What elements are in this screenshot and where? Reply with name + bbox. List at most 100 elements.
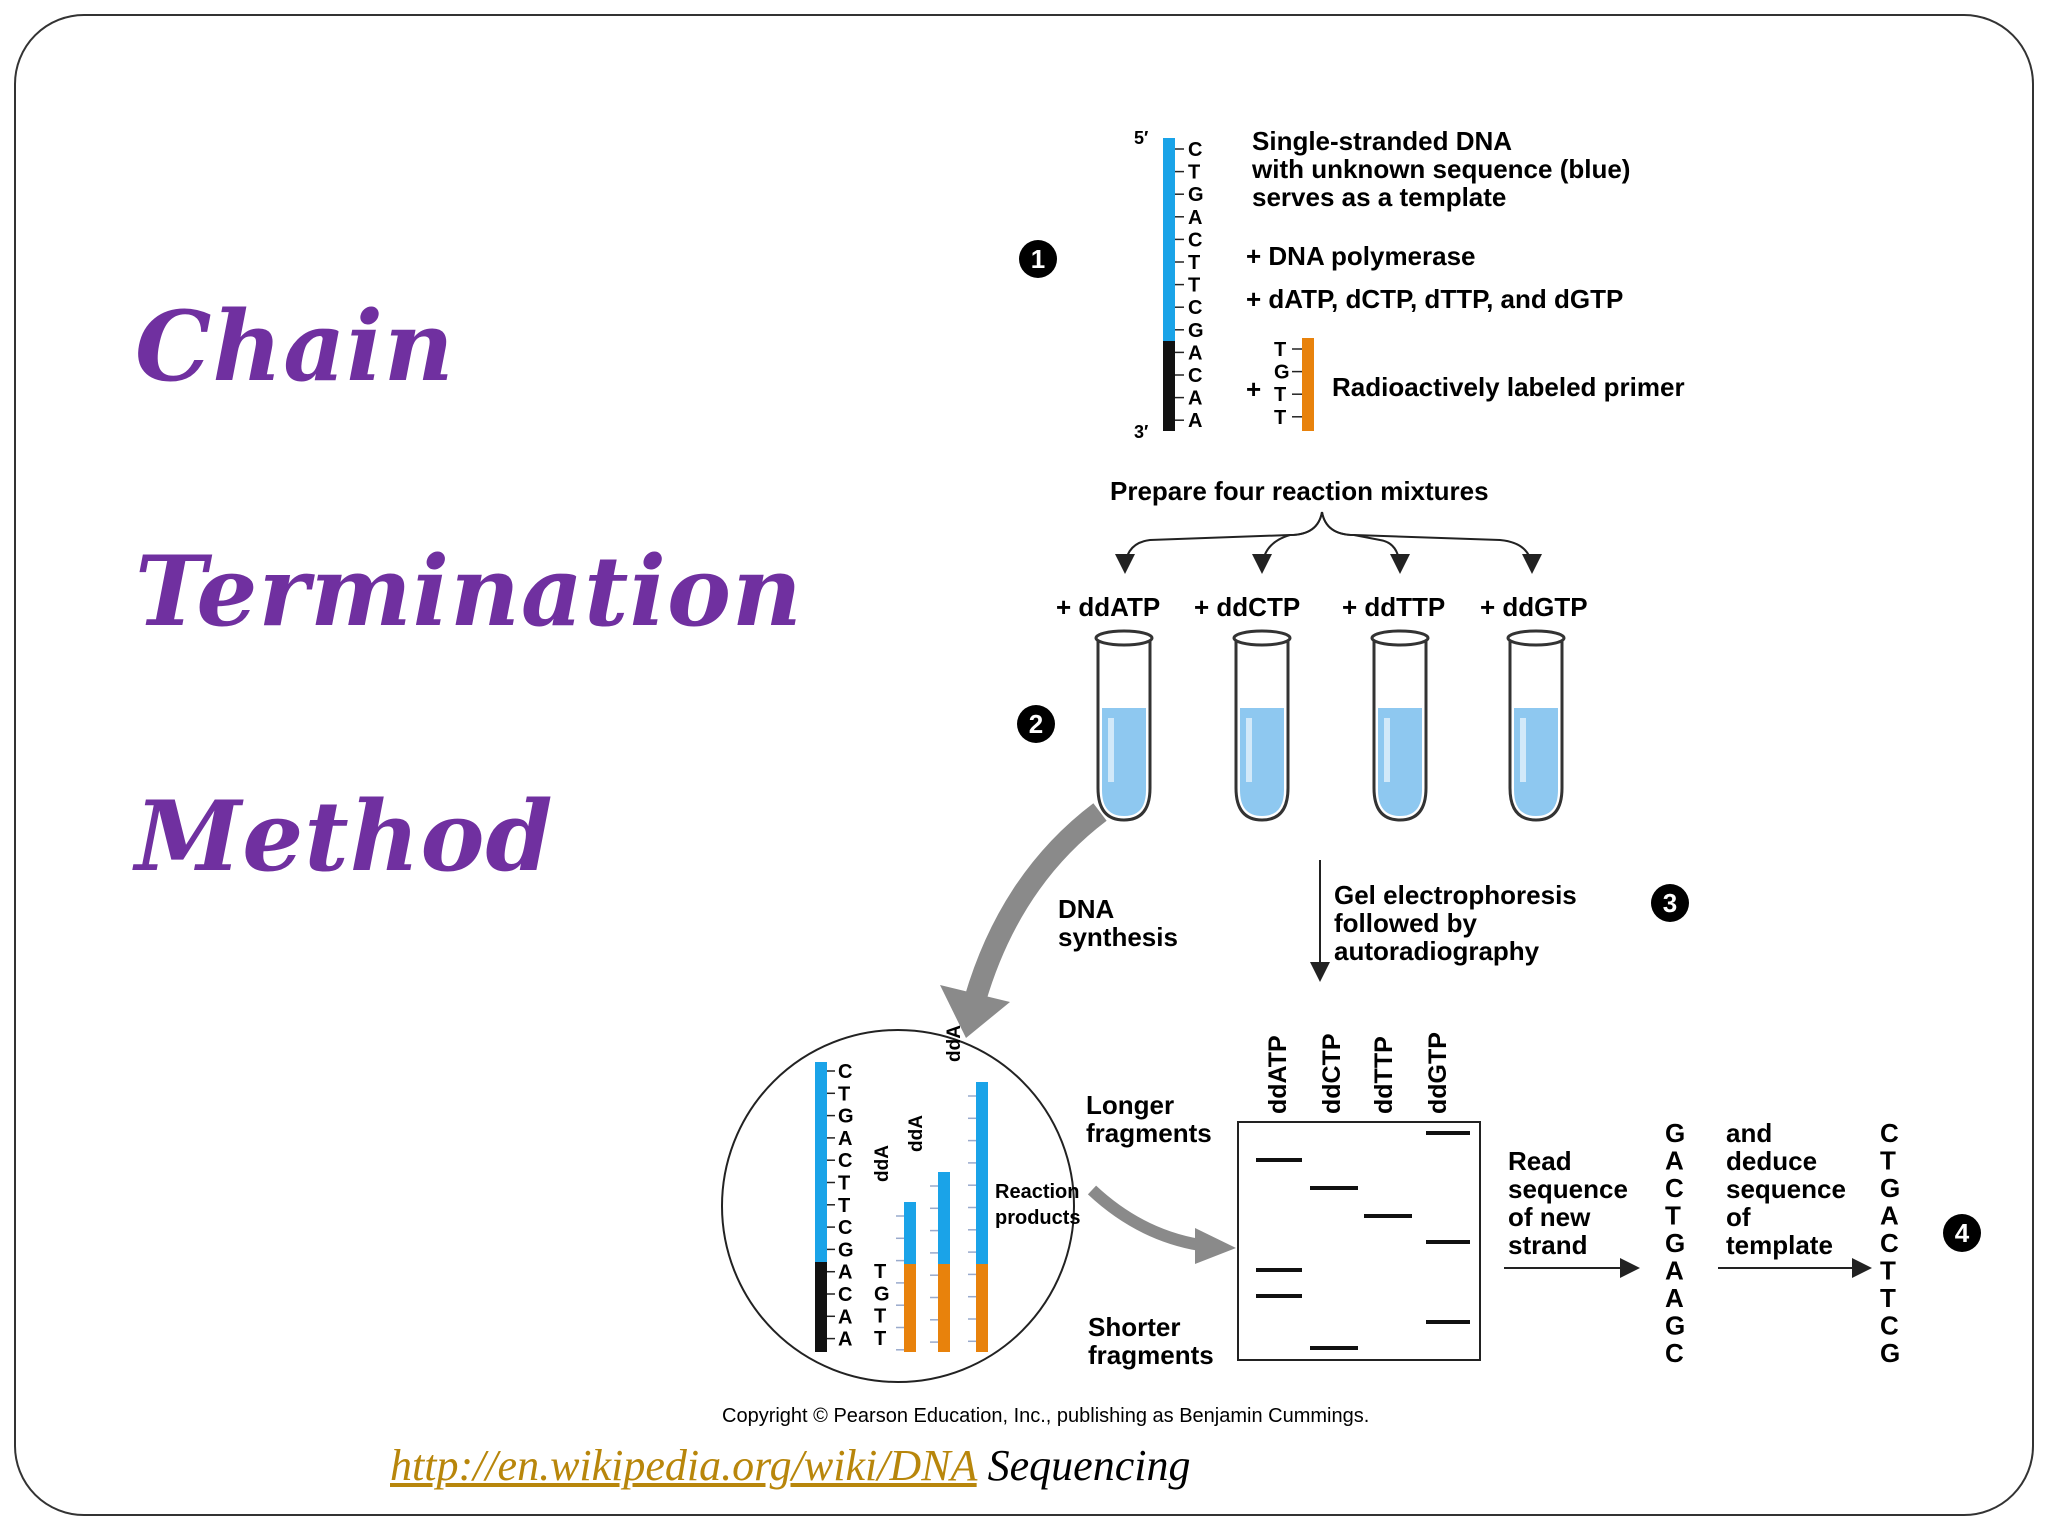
step-badge-2 bbox=[1017, 705, 1055, 743]
template-base: C bbox=[1188, 229, 1202, 251]
tube-glass bbox=[1234, 638, 1290, 822]
template-seq-base: G bbox=[1880, 1173, 1900, 1203]
template-base: G bbox=[1188, 320, 1204, 342]
template-base: A bbox=[1188, 388, 1202, 410]
copyright-text: Copyright © Pearson Education, Inc., pub… bbox=[722, 1405, 1369, 1427]
template-base: T bbox=[1188, 252, 1200, 274]
circle-template-base: T bbox=[838, 1083, 850, 1105]
test-tube bbox=[1232, 629, 1292, 822]
link-suffix: Sequencing bbox=[976, 1441, 1191, 1490]
wikipedia-link[interactable]: http://en.wikipedia.org/wiki/DNA bbox=[390, 1441, 977, 1490]
step-number-4: 4 bbox=[1955, 1218, 1970, 1248]
tube-label-ddgtp: + ddGTP bbox=[1480, 592, 1588, 622]
products-to-gel-arrow-shaft bbox=[1087, 1185, 1202, 1251]
gel-bands bbox=[1256, 1131, 1470, 1350]
template-seq-base: T bbox=[1880, 1256, 1896, 1286]
new-strand-base: A bbox=[1665, 1256, 1684, 1286]
step-badge-4 bbox=[1943, 1214, 1981, 1252]
dna-synthesis-label: DNA synthesis bbox=[1058, 894, 1178, 952]
circle-template-black bbox=[815, 1262, 827, 1352]
title-line-chain: Chain bbox=[135, 290, 455, 403]
tube-highlight bbox=[1246, 718, 1252, 782]
step-number-2: 2 bbox=[1029, 709, 1043, 739]
gel-lane-label: ddATP bbox=[1264, 1035, 1292, 1114]
product-strand-orange bbox=[938, 1264, 950, 1352]
template-seq-base: G bbox=[1880, 1338, 1900, 1368]
circle-template-base: A bbox=[838, 1262, 852, 1284]
deduce-label: and deduce sequence of template bbox=[1726, 1118, 1853, 1260]
product-strand-blue bbox=[904, 1202, 916, 1264]
template-base: A bbox=[1188, 410, 1202, 432]
dntps-label: + dATP, dCTP, dTTP, and dGTP bbox=[1246, 284, 1623, 314]
template-base: T bbox=[1188, 162, 1200, 184]
synthesis-arrow-shaft bbox=[964, 803, 1107, 1004]
step-badge-1 bbox=[1019, 240, 1057, 278]
template-seq-base: T bbox=[1880, 1146, 1896, 1176]
branch-arrow-ddctp bbox=[1252, 511, 1323, 574]
synthesis-arrow-head bbox=[940, 985, 1010, 1038]
tube-rim bbox=[1232, 629, 1292, 647]
footer-source: http://en.wikipedia.org/wiki/DNA Sequenc… bbox=[390, 1440, 1190, 1491]
circle-template-base: C bbox=[838, 1061, 852, 1083]
circle-template-base: A bbox=[838, 1128, 852, 1150]
five-prime-label: 5′ bbox=[1134, 128, 1148, 148]
primer-strand bbox=[1302, 338, 1314, 431]
template-base: T bbox=[1188, 275, 1200, 297]
circle-template-base: T bbox=[838, 1195, 850, 1217]
new-strand-base: A bbox=[1665, 1283, 1684, 1313]
new-strand-base: T bbox=[1665, 1201, 1681, 1231]
template-base: A bbox=[1188, 207, 1202, 229]
template-seq-base: T bbox=[1880, 1283, 1896, 1313]
gel-lane-label: ddTTP bbox=[1370, 1036, 1398, 1114]
tube-rim bbox=[1506, 629, 1566, 647]
title-line-method: Method bbox=[135, 780, 554, 893]
tube-glass bbox=[1096, 638, 1152, 822]
tube-label-ddatp: + ddATP bbox=[1056, 592, 1160, 622]
template-seq-base: C bbox=[1880, 1311, 1899, 1341]
tube-highlight bbox=[1384, 718, 1390, 782]
circle-template-base: G bbox=[838, 1106, 854, 1128]
tube-highlight bbox=[1108, 718, 1114, 782]
tube-rim bbox=[1094, 629, 1154, 647]
circle-template-base: T bbox=[838, 1173, 850, 1195]
gel-lane-label: ddCTP bbox=[1318, 1033, 1346, 1114]
tube-glass bbox=[1372, 638, 1428, 822]
new-strand-base: G bbox=[1665, 1228, 1685, 1258]
template-base: C bbox=[1188, 297, 1202, 319]
step-badge-3 bbox=[1651, 884, 1689, 922]
template-base: A bbox=[1188, 342, 1202, 364]
tube-label-ddttp: + ddTTP bbox=[1342, 592, 1445, 622]
new-strand-base: G bbox=[1665, 1311, 1685, 1341]
gel-lane-label: ddGTP bbox=[1424, 1032, 1452, 1114]
tube-highlight bbox=[1520, 718, 1526, 782]
prepare-mixtures-label: Prepare four reaction mixtures bbox=[1110, 476, 1489, 506]
test-tube bbox=[1506, 629, 1566, 822]
template-base: C bbox=[1188, 365, 1202, 387]
step-number-1: 1 bbox=[1031, 244, 1045, 274]
product-strand-orange bbox=[904, 1264, 916, 1352]
read-sequence-label: Read sequence of new strand bbox=[1508, 1146, 1635, 1260]
products-to-gel-arrow-head bbox=[1195, 1228, 1236, 1264]
circle-template-base: C bbox=[838, 1284, 852, 1306]
circle-primer-base: T bbox=[874, 1261, 886, 1283]
new-strand-base: C bbox=[1665, 1338, 1684, 1368]
template-base: C bbox=[1188, 139, 1202, 161]
template-seq-base: A bbox=[1880, 1201, 1899, 1231]
magnified-view-circle bbox=[721, 1029, 1075, 1383]
step-number-3: 3 bbox=[1663, 888, 1677, 918]
product-strand-orange bbox=[976, 1264, 988, 1352]
template-seq-base: C bbox=[1880, 1118, 1899, 1148]
primer-base: T bbox=[1274, 339, 1286, 361]
gel-step-label: Gel electrophoresis followed by autoradi… bbox=[1334, 880, 1584, 966]
circle-template-blue bbox=[815, 1062, 827, 1262]
template-strand-blue bbox=[1163, 138, 1175, 341]
primer-base: T bbox=[1274, 407, 1286, 429]
primer-base: G bbox=[1274, 362, 1290, 384]
slide-frame bbox=[14, 14, 2034, 1516]
circle-primer-base: T bbox=[874, 1306, 886, 1328]
template-seq-base: C bbox=[1880, 1228, 1899, 1258]
branch-arrow-ddatp bbox=[1115, 511, 1323, 574]
